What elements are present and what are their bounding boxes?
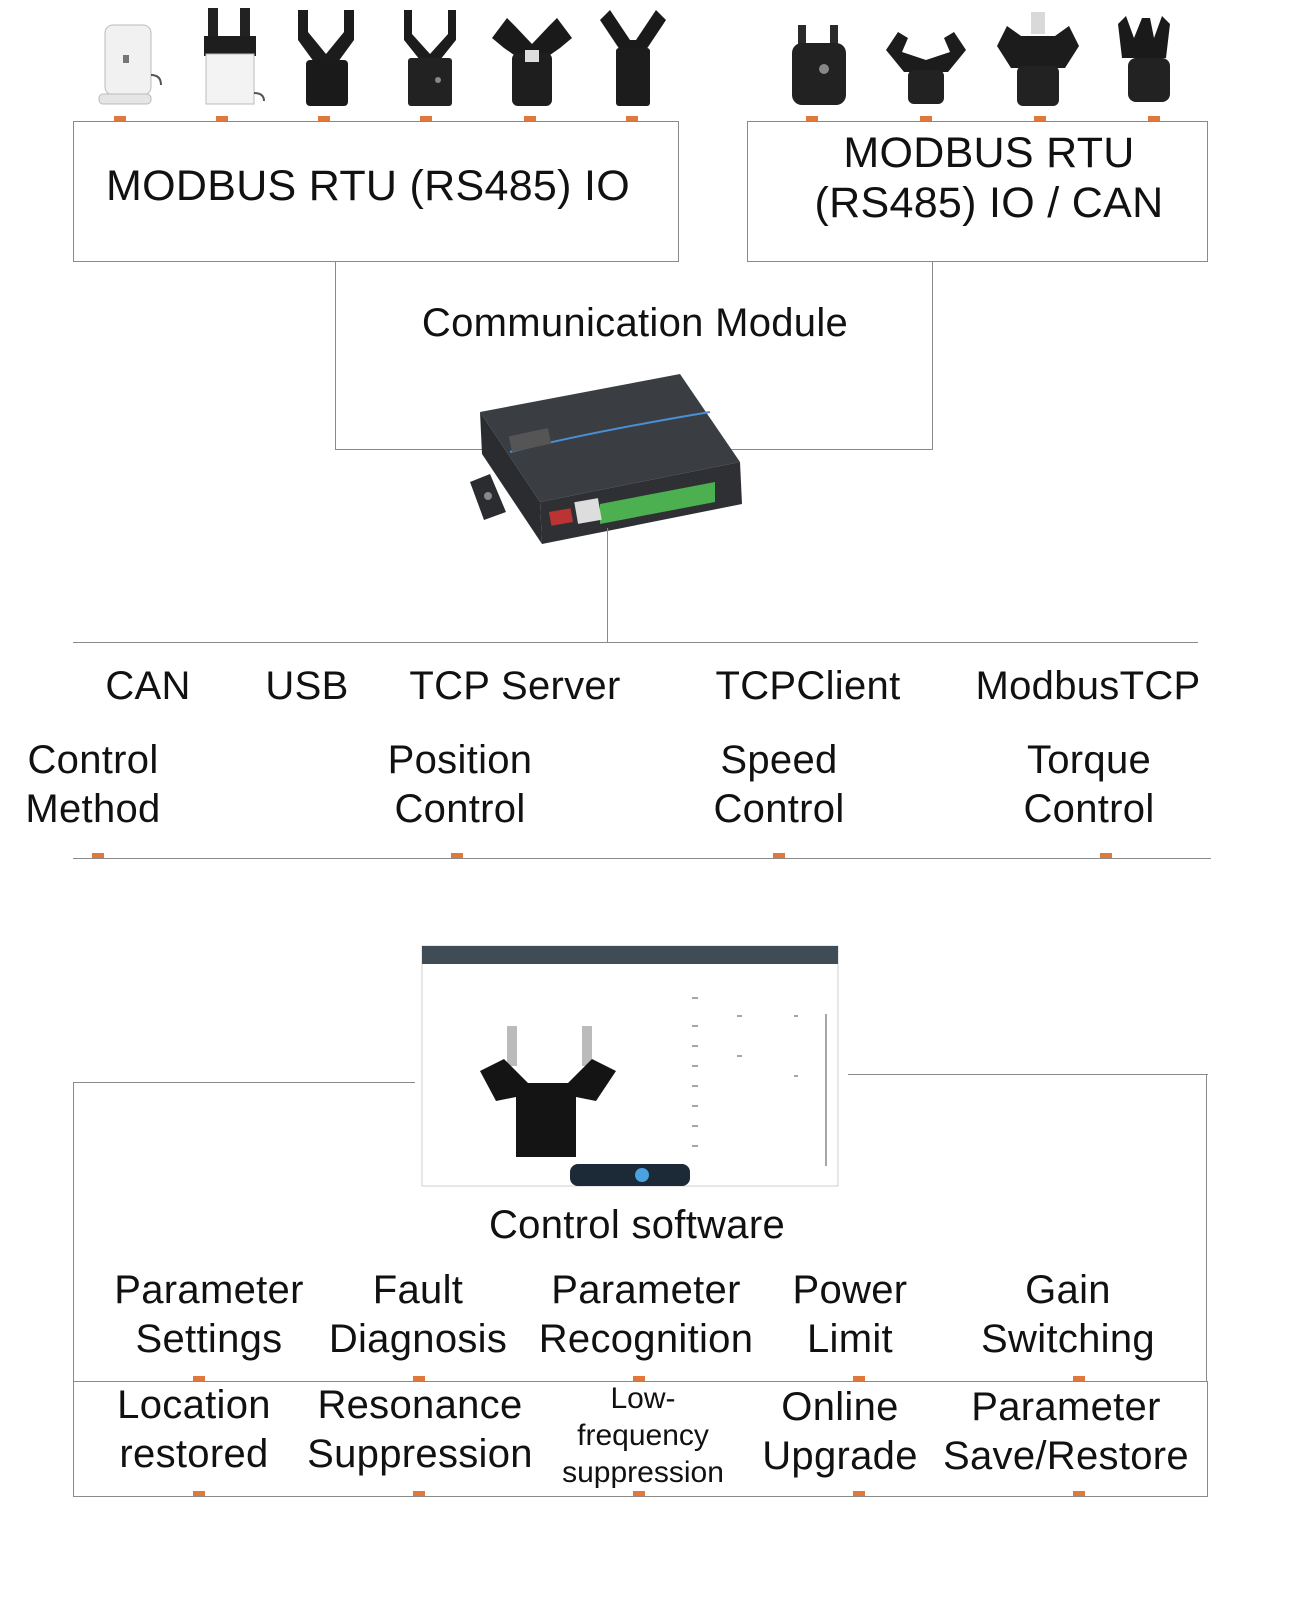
- interface-modbus-tcp: ModbusTCP: [975, 664, 1201, 708]
- gripper-icon: [600, 10, 666, 106]
- software-screen-icon: [421, 945, 839, 1187]
- control-method-title: Control Method: [25, 738, 161, 831]
- feature-row-box: [73, 1381, 1208, 1497]
- control-method-line: [73, 858, 1211, 859]
- feature-low-frequency-suppression: Low- frequency suppression: [562, 1382, 724, 1489]
- feature-online-upgrade: Online Upgrade: [762, 1385, 918, 1478]
- feature-parameter-save-restore: Parameter Save/Restore: [943, 1385, 1189, 1478]
- tick-marker: [920, 116, 932, 121]
- tick-marker: [420, 116, 432, 121]
- tick-marker: [1034, 116, 1046, 121]
- gripper-icon: [792, 25, 846, 105]
- tick-marker: [853, 1491, 865, 1496]
- connector-line: [730, 449, 933, 450]
- gripper-icon: [298, 10, 354, 106]
- tick-marker: [806, 116, 818, 121]
- gripper-icon: [404, 10, 456, 106]
- gripper-icon: [1118, 16, 1170, 102]
- feature-parameter-recognition: Parameter Recognition: [538, 1268, 754, 1361]
- tick-marker: [626, 116, 638, 121]
- comm-module-label: Communication Module: [421, 301, 849, 345]
- gripper-icon: [997, 12, 1079, 106]
- tick-marker: [633, 1491, 645, 1496]
- connector-line: [73, 1082, 415, 1083]
- tick-marker: [1100, 853, 1112, 858]
- gripper-icon: [492, 18, 572, 106]
- connector-line: [335, 262, 336, 450]
- tick-marker: [114, 116, 126, 121]
- protocol-box-left: [73, 121, 679, 262]
- protocol-label-left: MODBUS RTU (RS485) IO: [106, 162, 630, 210]
- connector-line: [335, 449, 483, 450]
- connector-line: [1206, 1074, 1207, 1382]
- tick-marker: [853, 1376, 865, 1381]
- control-software-label: Control software: [488, 1203, 786, 1247]
- tick-marker: [1073, 1376, 1085, 1381]
- tick-marker: [413, 1491, 425, 1496]
- connector-line: [73, 1082, 74, 1382]
- tick-marker: [1148, 116, 1160, 121]
- feature-fault-diagnosis: Fault Diagnosis: [328, 1268, 508, 1361]
- interface-can: CAN: [105, 664, 191, 708]
- feature-location-restored: Location restored: [117, 1383, 271, 1476]
- feature-power-limit: Power Limit: [792, 1268, 908, 1361]
- connector-line: [932, 262, 933, 450]
- communication-module-icon: [470, 374, 742, 544]
- gripper-icon: [98, 24, 162, 105]
- feature-resonance-suppression: Resonance Suppression: [307, 1383, 533, 1476]
- tick-marker: [318, 116, 330, 121]
- connector-line: [607, 528, 608, 642]
- tick-marker: [1073, 1491, 1085, 1496]
- feature-parameter-settings: Parameter Settings: [114, 1268, 304, 1361]
- tick-marker: [773, 853, 785, 858]
- control-method-position: Position Control: [387, 738, 533, 831]
- gripper-icon: [204, 8, 265, 105]
- control-method-torque: Torque Control: [1023, 738, 1155, 831]
- interface-usb: USB: [265, 664, 349, 708]
- tick-marker: [193, 1376, 205, 1381]
- gripper-icon: [886, 32, 966, 104]
- tick-marker: [92, 853, 104, 858]
- protocol-box-right: [747, 121, 1208, 262]
- control-method-speed: Speed Control: [713, 738, 845, 831]
- tick-marker: [451, 853, 463, 858]
- tick-marker: [193, 1491, 205, 1496]
- tick-marker: [216, 116, 228, 121]
- interface-bus-line: [73, 642, 1198, 643]
- connector-line: [848, 1074, 1208, 1075]
- interface-tcp-server: TCP Server: [409, 664, 621, 708]
- feature-gain-switching: Gain Switching: [981, 1268, 1155, 1361]
- protocol-label-right: MODBUS RTU (RS485) IO / CAN: [814, 129, 1164, 227]
- tick-marker: [413, 1376, 425, 1381]
- tick-marker: [524, 116, 536, 121]
- interface-tcp-client: TCPClient: [715, 664, 901, 708]
- tick-marker: [633, 1376, 645, 1381]
